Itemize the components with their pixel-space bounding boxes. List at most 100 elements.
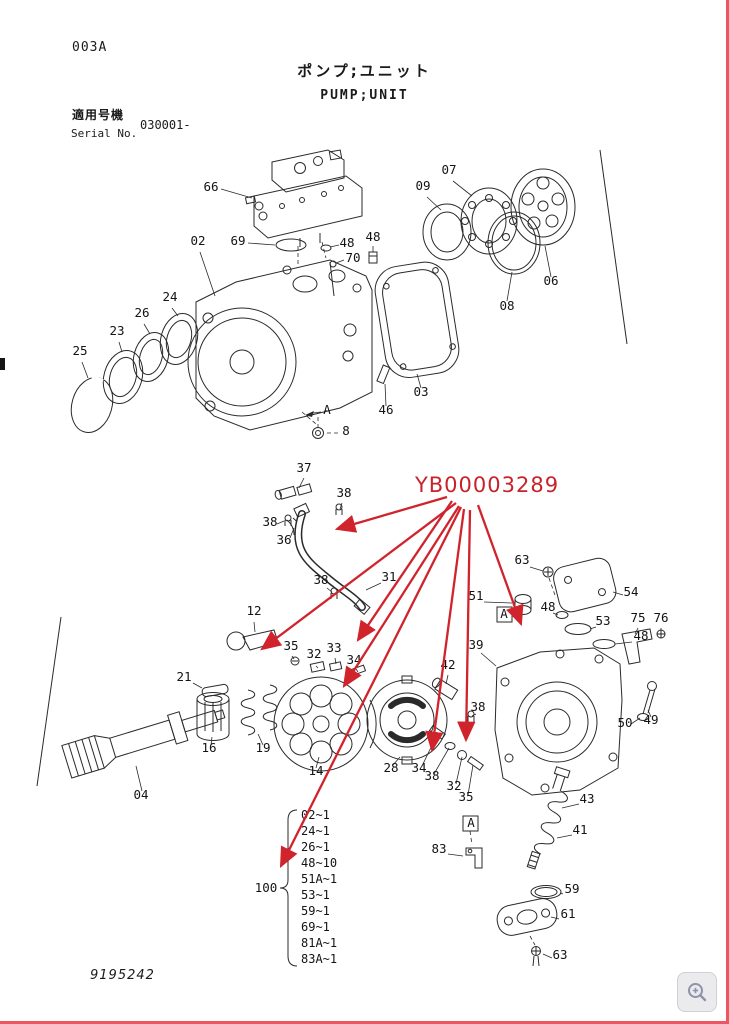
- part-38-ring-lower: [444, 742, 456, 750]
- part-49-screw: [642, 681, 657, 715]
- quantity-list: 100 02~1 24~1 26~1 48~10 51A~1 53~1 59~1…: [255, 808, 337, 967]
- part-37-fittings: [274, 483, 313, 500]
- quantity-item: 83A~1: [301, 952, 337, 966]
- part-54-cover-plate: [553, 557, 617, 613]
- part-14-cylinder-block: [273, 676, 377, 772]
- part-32-bolt-lower: [457, 750, 467, 760]
- part-labels: 66 69 02 48 70 48 24 26 23 25 09 07 06 0…: [72, 162, 668, 962]
- part-label-07: 07: [441, 162, 456, 177]
- serial-number-value: 030001-: [140, 118, 191, 132]
- part-42-fitting: [431, 677, 459, 701]
- part-75-bracket: [621, 628, 653, 665]
- part-label-04: 04: [133, 787, 148, 802]
- part-label-06: 06: [543, 273, 558, 288]
- part-label-02: 02: [190, 233, 205, 248]
- annotation-arrow: [476, 504, 524, 627]
- annotation-arrow: [260, 502, 457, 651]
- leader-lines: [81, 180, 662, 959]
- page-title-english: PUMP;UNIT: [320, 88, 409, 103]
- part-label-48: 48: [339, 235, 354, 250]
- part-07-ball-bearing: [460, 187, 518, 255]
- part-label-69: 69: [230, 233, 245, 248]
- part-label-75: 75: [630, 610, 645, 625]
- part-label-53: 53: [595, 613, 610, 628]
- part-label-39: 39: [468, 637, 483, 652]
- part-label-63: 63: [552, 947, 567, 962]
- part-label-16: 16: [201, 740, 216, 755]
- part-12-piston: [226, 629, 279, 651]
- part-26-ring: [132, 332, 170, 382]
- part-66-valve-assembly: [244, 149, 363, 247]
- part-label-48: 48: [365, 229, 380, 244]
- part-23-seal: [102, 350, 144, 404]
- part-label-43: 43: [579, 791, 594, 806]
- part-label-41: 41: [572, 822, 587, 837]
- part-31-hose: [293, 502, 371, 616]
- part-label-21: 21: [176, 669, 191, 684]
- part-label-48: 48: [540, 599, 555, 614]
- part-label-28: 28: [383, 760, 398, 775]
- view-label-a: A: [323, 402, 331, 417]
- part-63-screw-top: [542, 566, 554, 578]
- part-label-12: 12: [246, 603, 261, 618]
- quantity-item: 48~10: [301, 856, 337, 870]
- part-label-14: 14: [308, 763, 323, 778]
- part-08-ring: [487, 211, 541, 275]
- part-label-35: 35: [283, 638, 298, 653]
- alignment-dashed-lines: [297, 241, 557, 946]
- part-33-sleeve: [328, 661, 343, 672]
- part-label-19: 19: [255, 740, 270, 755]
- part-35-bolt: [290, 656, 300, 666]
- part-label-03: 03: [413, 384, 428, 399]
- part-46-pin: [376, 364, 391, 385]
- part-label-38: 38: [470, 699, 485, 714]
- part-label-38: 38: [313, 572, 328, 587]
- part-label-32: 32: [446, 778, 461, 793]
- part-label-48: 48: [633, 628, 648, 643]
- part-label-38: 38: [336, 485, 351, 500]
- part-label-66: 66: [203, 179, 218, 194]
- annotation-part-code: YB00003289: [414, 473, 559, 497]
- annotation-arrow: [334, 495, 448, 533]
- annotation-arrow: [342, 505, 460, 688]
- part-label-37: 37: [296, 460, 311, 475]
- page-edge-mark: [0, 358, 5, 370]
- part-label-46: 46: [378, 402, 393, 417]
- page-title-japanese: ポンプ;ユニット: [297, 62, 432, 80]
- part-53-oring: [564, 623, 592, 635]
- part-06-housing-cap: [510, 168, 576, 246]
- part-label-36: 36: [276, 532, 291, 547]
- annotation-arrow: [425, 508, 466, 753]
- zoom-button[interactable]: [677, 972, 717, 1012]
- part-label-76: 76: [653, 610, 668, 625]
- quantity-item: 51A~1: [301, 872, 337, 886]
- part-label-8: 8: [342, 423, 350, 438]
- part-28-valve-plate: [366, 675, 448, 765]
- part-48-bolt: [368, 251, 378, 264]
- part-35-pin-lower: [466, 755, 484, 771]
- part-label-32: 32: [306, 646, 321, 661]
- view-marker-a-box-83: [462, 815, 479, 832]
- view-marker-a-top: [305, 411, 324, 439]
- part-label-23: 23: [109, 323, 124, 338]
- part-39-rear-cover: [494, 647, 623, 796]
- part-34-pin-lower: [428, 724, 446, 740]
- part-label-38: 38: [424, 768, 439, 783]
- part-48-oring-2: [592, 639, 616, 649]
- part-label-08: 08: [499, 298, 514, 313]
- part-label-34: 34: [346, 652, 361, 667]
- annotation-arrow: [356, 500, 453, 642]
- part-25-snap-ring: [70, 375, 114, 433]
- part-label-33: 33: [326, 640, 341, 655]
- part-69-oring: [275, 238, 307, 252]
- part-19-springs: [240, 684, 278, 736]
- part-label-59: 59: [564, 881, 579, 896]
- part-label-49: 49: [643, 712, 658, 727]
- part-label-83: 83: [431, 841, 446, 856]
- red-annotation: YB00003289: [260, 473, 559, 869]
- applicable-model-label: 適用号機: [72, 108, 125, 122]
- part-50-washer: [637, 713, 649, 721]
- magnifier-icon: [688, 983, 707, 1002]
- part-32-sleeve: [309, 661, 326, 673]
